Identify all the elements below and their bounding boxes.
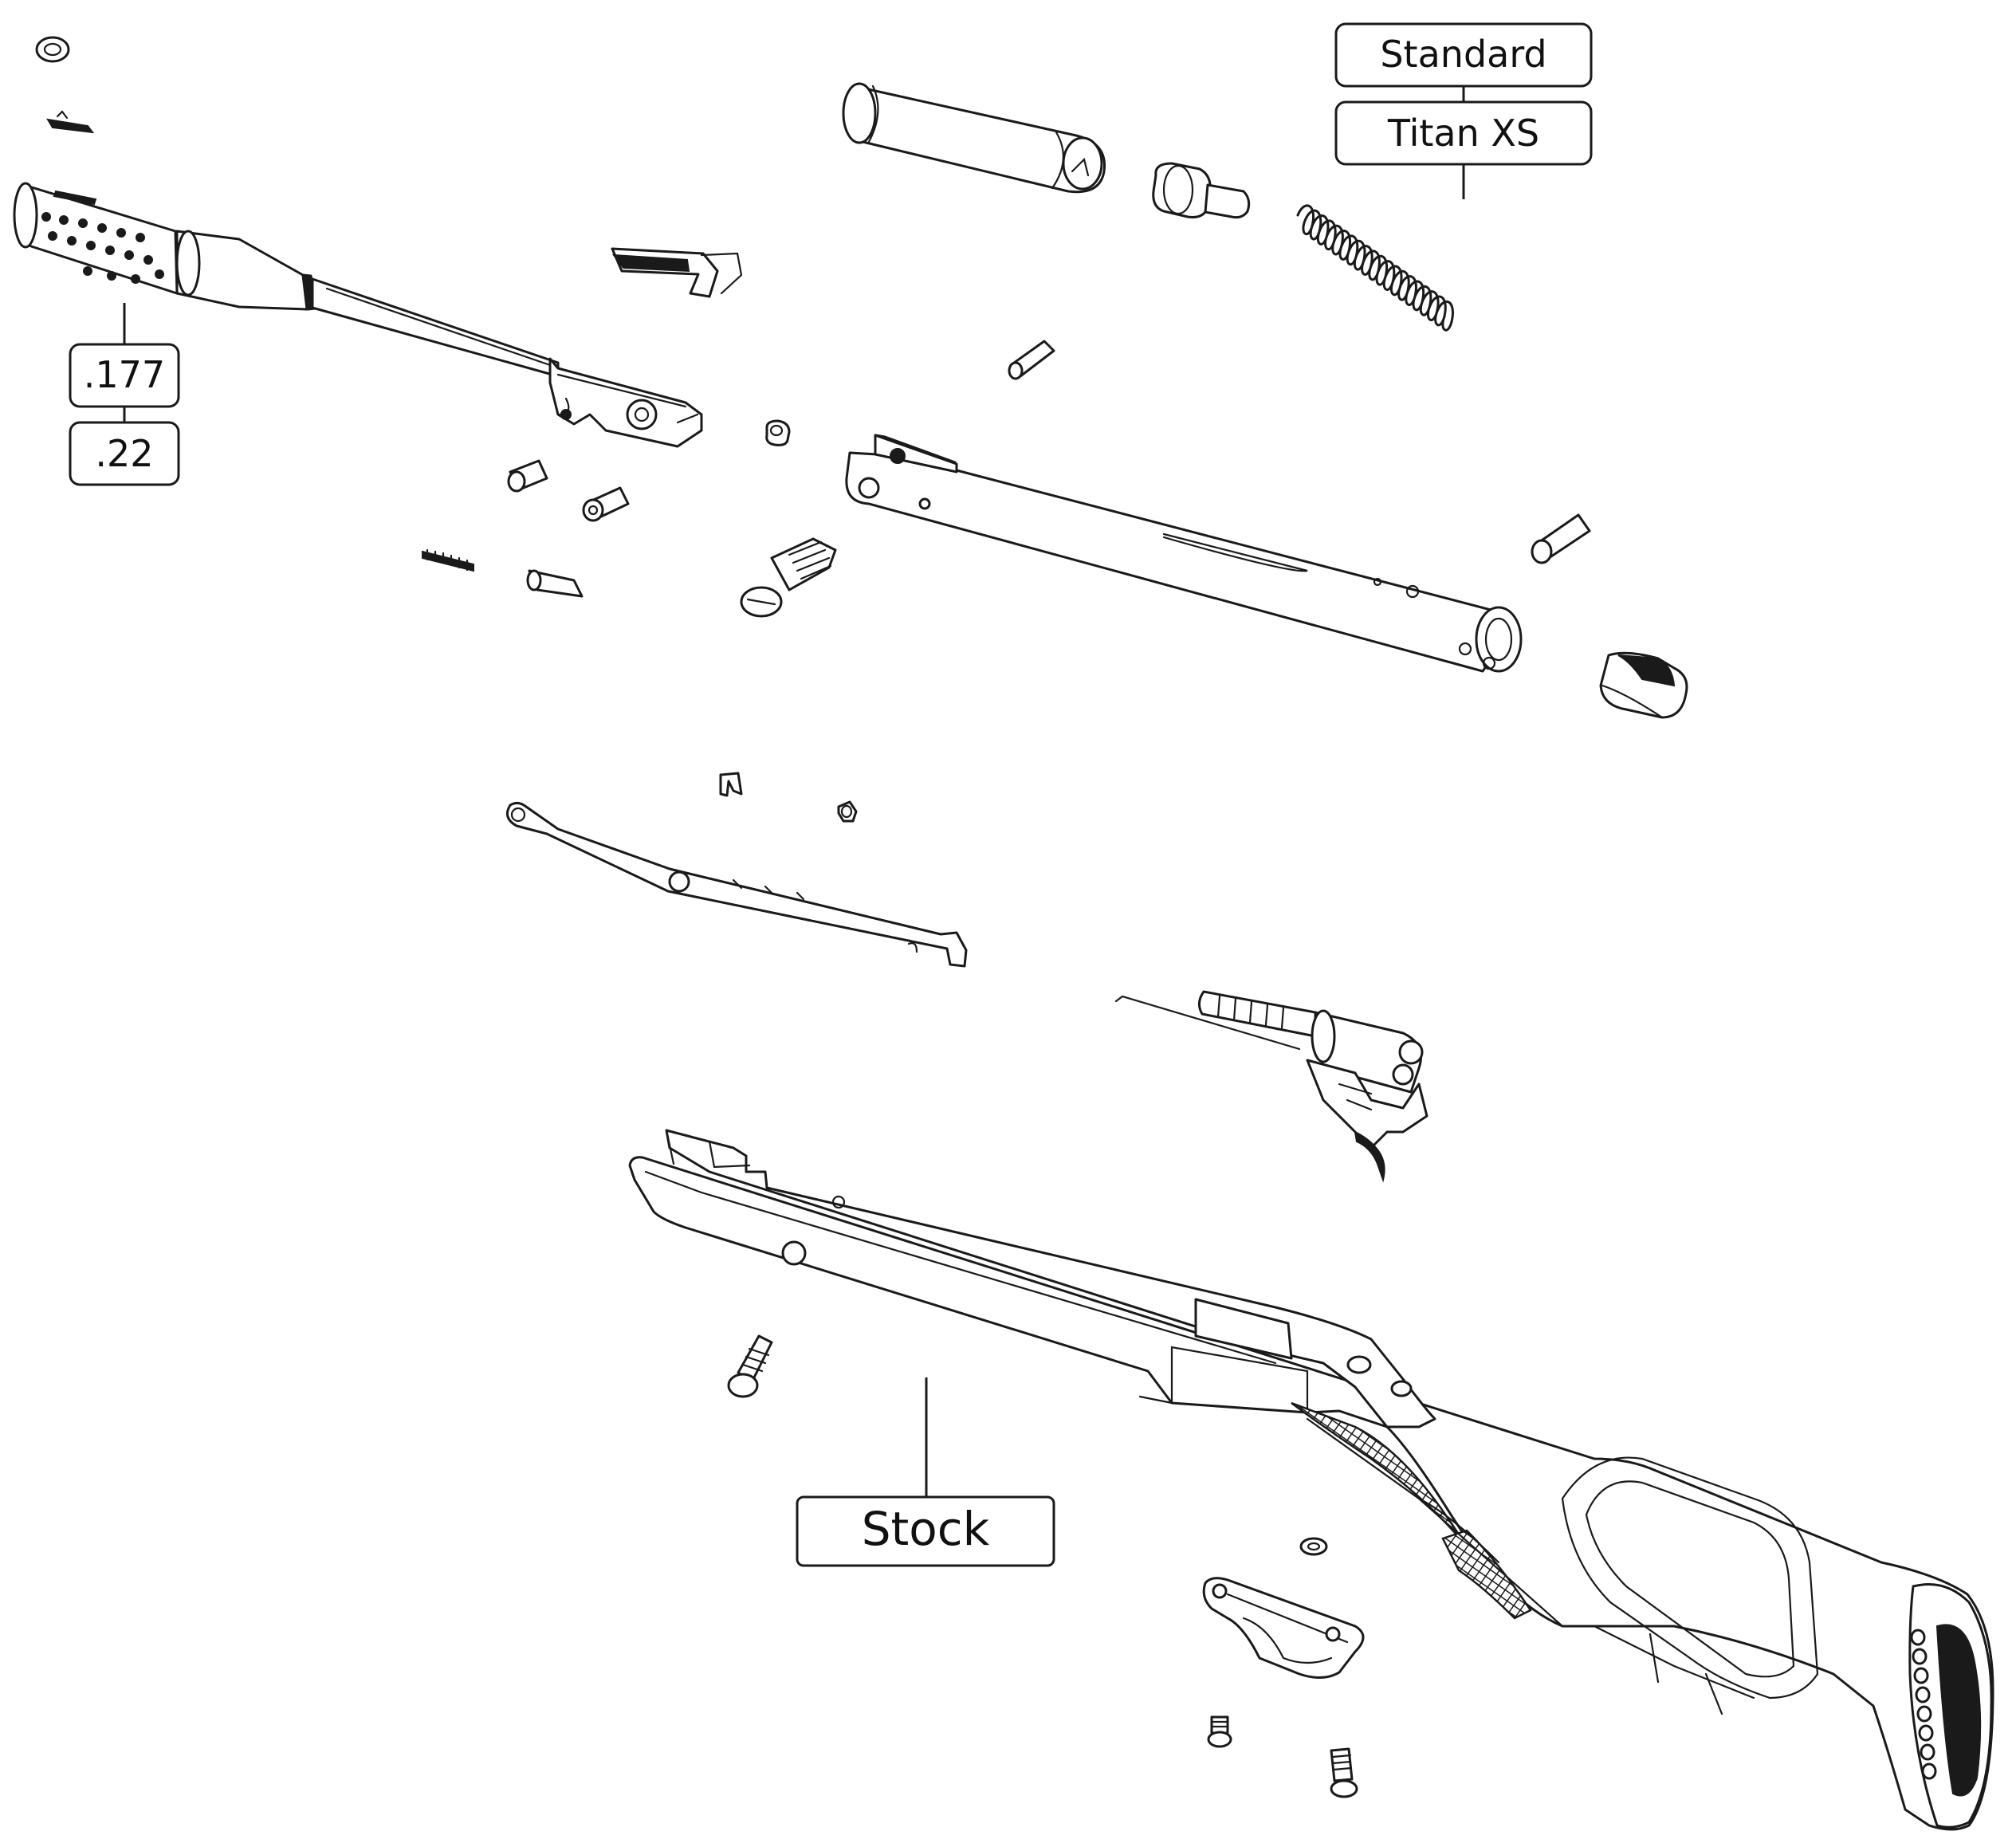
cylinder-pin [1008,340,1055,380]
end-plug-pin [1531,513,1591,564]
stock-label: Stock [862,1502,990,1556]
front-sight-ring [35,36,70,63]
caliber-callout: .177 .22 [69,303,180,486]
spring-label-titan-xs: Titan XS [1387,112,1539,155]
breech-pin-2 [582,486,630,522]
trigger-assembly [1114,990,1428,1183]
piston [842,82,1106,194]
spring-label-standard: Standard [1380,33,1546,76]
caliber-label-177: .177 [84,353,165,396]
barrel-assembly [13,182,703,448]
stock-callout: Stock [796,1377,1055,1567]
pivot-bolt [740,537,837,618]
compression-cylinder [845,434,1523,673]
end-cap [1599,651,1688,719]
guard-screw-1 [1207,1715,1232,1748]
trigger-clip [719,772,743,797]
caliber-box-22 [69,421,180,486]
breech-pin-1 [507,459,548,493]
washer-small [765,419,791,446]
stock-box [796,1495,1055,1567]
guard-washer [1299,1537,1328,1556]
stock-screw [727,1334,773,1398]
trigger-bush [837,800,858,823]
cocking-lever [505,801,968,968]
sight-clip [46,110,95,134]
caliber-label-22: .22 [95,432,153,475]
trigger-guard [1202,1577,1365,1679]
butt-pad-holes [1910,1629,1937,1780]
guard-screw-2 [1330,1747,1358,1798]
detent-plunger [526,569,584,598]
rear-sight [611,247,743,298]
muzzle-brake-holes [41,212,164,284]
mainspring [1296,204,1454,332]
piston-seal [1152,162,1251,219]
rifle-stock [628,1129,1994,1831]
spring-callout: Standard Titan XS [1334,22,1593,199]
detent-spring [422,548,474,572]
